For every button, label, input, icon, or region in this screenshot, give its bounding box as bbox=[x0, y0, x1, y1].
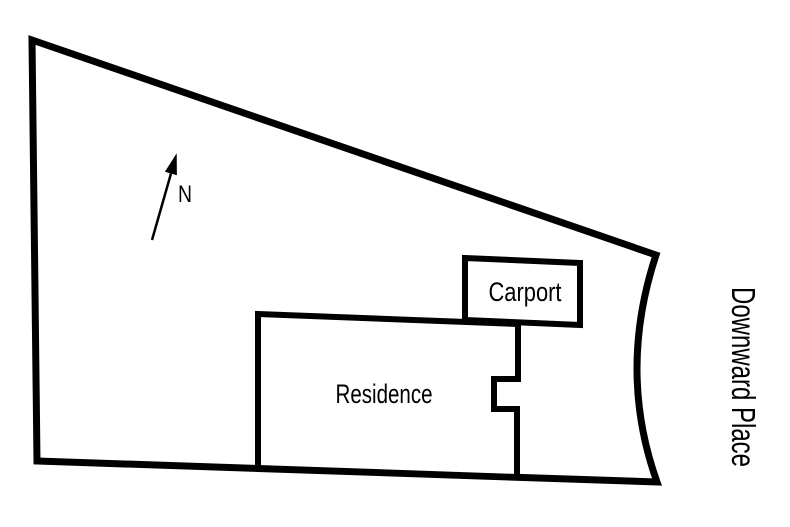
carport-outline bbox=[462, 254, 583, 329]
carport-label: Carport bbox=[489, 277, 562, 307]
north-arrow-icon bbox=[150, 153, 177, 241]
street-label: Downward Place bbox=[725, 287, 762, 467]
north-arrow-head bbox=[164, 153, 177, 176]
north-label: N bbox=[178, 181, 192, 208]
north-arrow-shaft bbox=[150, 173, 173, 241]
residence-outline bbox=[255, 310, 521, 481]
residence-label: Residence bbox=[336, 379, 433, 409]
